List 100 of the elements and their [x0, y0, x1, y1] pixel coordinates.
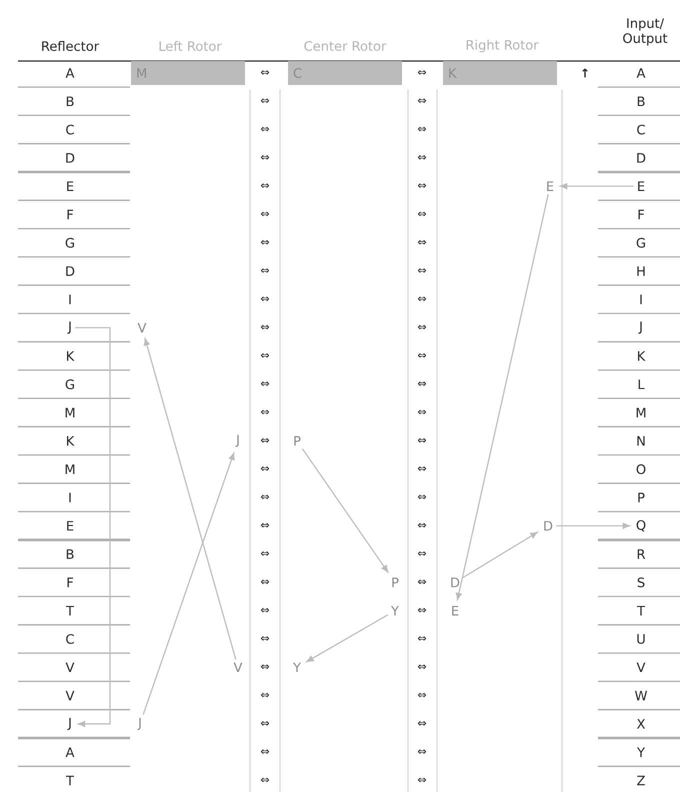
row-letter: B [66, 549, 74, 559]
row-letter: D [66, 266, 74, 276]
row-letter: F [68, 210, 73, 220]
connection-symbol: ⇔ [418, 126, 426, 132]
row-letter: J [638, 322, 642, 334]
connection-symbol: ⇔ [418, 721, 426, 726]
connection-symbol: ⇔ [418, 580, 426, 584]
row-letter: C [66, 634, 74, 644]
row-letter: Y [637, 747, 645, 757]
connection-symbol: ⇔ [260, 268, 270, 273]
row-letter: X [636, 719, 646, 729]
arrow [144, 338, 236, 660]
connection-symbol: ⇔ [418, 692, 426, 698]
connection-symbol: ⇔ [260, 155, 270, 160]
connection-symbol: ⇔ [418, 410, 426, 414]
connection-symbol: ⇔ [260, 324, 270, 330]
rotor-letter: Y [293, 662, 301, 672]
row-letter: O [636, 464, 646, 474]
connection-symbol: ⇔ [260, 70, 270, 75]
row-letter: I [69, 294, 71, 304]
row-letter: E [638, 181, 644, 191]
connection-symbol: ⇔ [260, 749, 270, 754]
arrow [462, 532, 538, 578]
row-letter: B [638, 96, 645, 106]
connection-symbol: ⇔ [260, 438, 270, 443]
row-letter: H [637, 266, 645, 276]
row-letter: N [637, 436, 645, 446]
connection-symbol: ⇔ [418, 608, 426, 612]
arrow [306, 614, 388, 662]
connection-symbol: ⇔ [418, 296, 426, 302]
row-letter: W [635, 690, 648, 700]
connection-symbol: ⇔ [260, 410, 270, 414]
row-letter: M [66, 464, 74, 474]
column-header: Reflector [42, 40, 100, 52]
connection-symbol: ⇔ [260, 608, 270, 612]
connection-symbol: ⇔ [418, 353, 426, 358]
rotor-letter: D [544, 521, 552, 531]
connection-symbol: ⇔ [260, 296, 270, 302]
row-letter: A [66, 747, 74, 757]
connection-symbol: ⇔ [418, 438, 426, 443]
connection-symbol: ⇔ [260, 183, 270, 188]
connection-symbol: ⇔ [418, 381, 426, 386]
row-letter: F [638, 210, 644, 220]
connection-symbol: ⇔ [260, 692, 270, 698]
row-letter: E [67, 521, 74, 531]
row-letter: A [66, 68, 74, 78]
row-letter: Q [636, 520, 646, 532]
connection-symbol: ⇔ [418, 551, 426, 556]
connection-symbol: ⇔ [418, 240, 426, 245]
row-letter: L [638, 380, 645, 390]
rotor-letter: E [547, 181, 554, 191]
connection-symbol: ⇔ [418, 494, 426, 500]
column-header: Input/ Output [623, 18, 668, 46]
rotor-letter: P [392, 578, 398, 588]
arrow [456, 194, 549, 600]
connection-symbol: ⇔ [418, 324, 426, 330]
connection-symbol: ⇔ [418, 664, 426, 670]
row-letter: I [69, 492, 71, 502]
row-letter: K [638, 351, 646, 361]
row-letter: A [636, 68, 646, 78]
row-letter: C [637, 124, 645, 135]
row-letter: C [66, 124, 74, 135]
connection-symbol: ⇔ [260, 636, 270, 641]
connection-symbol: ⇔ [418, 98, 426, 104]
row-letter: G [636, 238, 645, 248]
row-letter: Z [637, 776, 645, 786]
row-letter: V [636, 662, 646, 672]
connection-symbol: ⇔ [418, 466, 426, 471]
row-letter: M [66, 408, 74, 418]
row-letter: V [66, 690, 74, 700]
rotor-letter: V [234, 662, 242, 672]
connection-symbol: ⇔ [260, 212, 270, 216]
connection-symbol: ⇔ [260, 664, 270, 670]
connection-symbol: ⇔ [418, 778, 426, 782]
row-letter: M [636, 408, 646, 418]
connection-symbol: ⇔ [260, 551, 270, 556]
row-letter: V [66, 662, 74, 672]
row-letter: J [67, 322, 71, 334]
rotor-letter: D [451, 578, 460, 588]
connection-symbol: ⇔ [260, 353, 270, 358]
row-letter: I [640, 294, 642, 304]
rotor-letter: Y [391, 606, 399, 616]
connection-symbol: ⇔ [418, 212, 426, 216]
connection-symbol: ⇔ [418, 749, 426, 754]
row-letter: T [66, 606, 74, 616]
arrow [75, 327, 111, 727]
connection-symbol: ⇔ [418, 70, 426, 75]
row-letter: B [66, 96, 74, 106]
connection-symbol: ⇔ [260, 580, 270, 584]
row-letter: D [66, 153, 74, 163]
connection-symbol: ⇔ [260, 494, 270, 500]
connection-symbol: ⇔ [260, 466, 270, 471]
connection-symbol: ⇔ [260, 522, 270, 528]
connection-symbol: ⇔ [418, 183, 426, 188]
connection-symbol: ⇔ [260, 240, 270, 245]
rotor-letter: V [138, 322, 146, 332]
connection-symbol: ⇔ [260, 126, 270, 132]
rotor-letter: J [137, 718, 141, 730]
row-letter: K [67, 436, 75, 446]
row-letter: D [637, 153, 646, 163]
